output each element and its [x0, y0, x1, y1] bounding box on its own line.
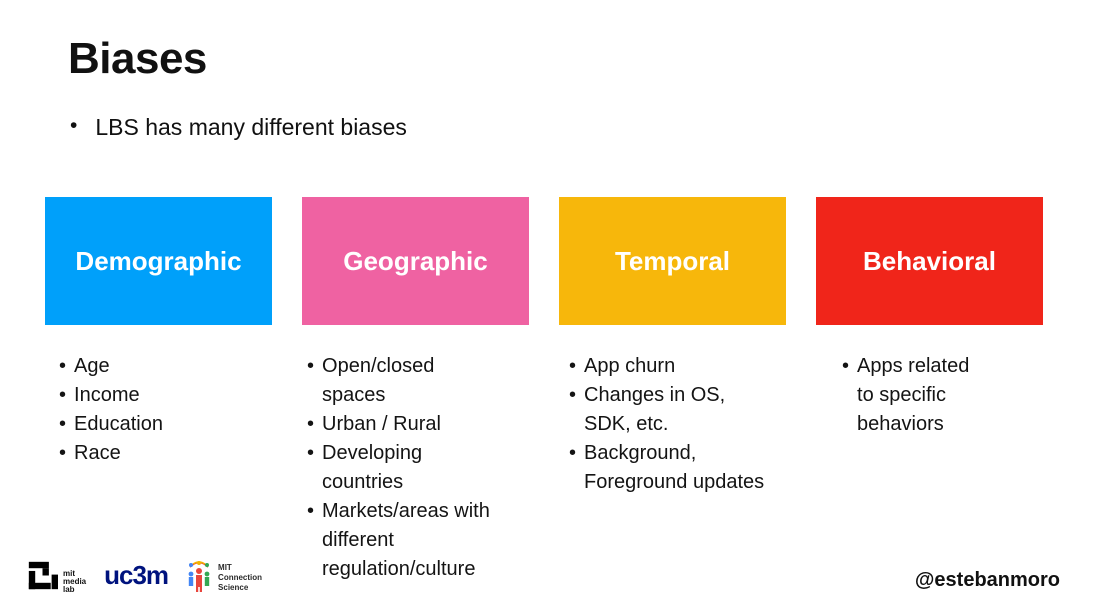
list-item-text: to specific: [857, 384, 946, 406]
mit-connection-science-logo: MIT Connection Science: [186, 557, 262, 598]
header-box-behavioral: Behavioral: [816, 197, 1043, 325]
header-box-demographic: Demographic: [45, 197, 272, 325]
bullet-icon: •: [59, 384, 67, 406]
bullet-icon: •: [569, 384, 577, 406]
media-lab-label: mit: [63, 568, 75, 578]
column-temporal: Temporal • App churn • Changes in OS, SD…: [559, 197, 786, 584]
connection-science-label: Science: [218, 582, 249, 592]
list-item: • Urban / Rural: [307, 410, 529, 439]
list-item: • Income: [59, 381, 272, 410]
bullet-icon: •: [70, 114, 78, 137]
list-item: • Markets/areas with different regulatio…: [307, 497, 529, 584]
intro-text: LBS has many different biases: [95, 114, 407, 140]
page-title: Biases: [68, 34, 207, 83]
header-box-geographic: Geographic: [302, 197, 529, 325]
list-item-text: countries: [322, 471, 404, 493]
list-item: • Apps related to specific behaviors: [842, 352, 1043, 439]
list-item: • Changes in OS, SDK, etc.: [569, 381, 786, 439]
bullet-icon: •: [842, 355, 850, 377]
list-item-text: Income: [74, 384, 140, 406]
list-item: • Open/closed spaces: [307, 352, 529, 410]
list-item-text: Urban / Rural: [322, 413, 441, 435]
behavioral-list: • Apps related to specific behaviors: [816, 352, 1043, 439]
list-item: • Race: [59, 439, 272, 468]
list-item-text: behaviors: [857, 413, 944, 435]
list-item-text: Changes in OS,: [584, 384, 726, 406]
intro-bullet: • LBS has many different biases: [70, 113, 407, 142]
mit-media-lab-logo: mit media lab: [27, 560, 86, 596]
bias-columns: Demographic • Age • Income • Education •…: [45, 197, 1043, 584]
connection-science-label: MIT: [218, 562, 232, 572]
bullet-icon: •: [307, 355, 315, 377]
bullet-icon: •: [307, 442, 315, 464]
uc3m-logo: uc3m: [104, 560, 169, 590]
bullet-icon: •: [59, 355, 67, 377]
list-item-text: Foreground updates: [584, 471, 765, 493]
list-item-text: Markets/areas with: [322, 500, 490, 522]
column-demographic: Demographic • Age • Income • Education •…: [45, 197, 272, 584]
header-box-temporal: Temporal: [559, 197, 786, 325]
list-item-text: regulation/culture: [322, 558, 476, 580]
bullet-icon: •: [569, 442, 577, 464]
list-item: • Education: [59, 410, 272, 439]
mit-media-lab-icon: [27, 560, 58, 596]
list-item-text: SDK, etc.: [584, 413, 669, 435]
list-item: • Developing countries: [307, 439, 529, 497]
bullet-icon: •: [307, 500, 315, 522]
list-item: • Age: [59, 352, 272, 381]
geographic-list: • Open/closed spaces • Urban / Rural • D…: [302, 352, 529, 584]
bullet-icon: •: [59, 413, 67, 435]
bullet-icon: •: [569, 355, 577, 377]
column-geographic: Geographic • Open/closed spaces • Urban …: [302, 197, 529, 584]
connection-science-label: Connection: [218, 572, 263, 582]
list-item-text: spaces: [322, 384, 386, 406]
footer-logos: mit media lab uc3m MI: [27, 557, 262, 598]
list-item-text: Education: [74, 413, 163, 435]
demographic-list: • Age • Income • Education • Race: [45, 352, 272, 468]
media-lab-label: media: [63, 576, 87, 586]
media-lab-label: lab: [63, 584, 75, 594]
list-item-text: Background,: [584, 442, 697, 464]
list-item-text: Apps related: [857, 355, 970, 377]
author-handle: @estebanmoro: [914, 569, 1060, 591]
list-item-text: Race: [74, 442, 121, 464]
list-item-text: App churn: [584, 355, 676, 377]
temporal-list: • App churn • Changes in OS, SDK, etc. •…: [559, 352, 786, 497]
list-item-text: Developing: [322, 442, 423, 464]
list-item-text: Age: [74, 355, 110, 377]
column-behavioral: Behavioral • Apps related to specific be…: [816, 197, 1043, 584]
bullet-icon: •: [307, 413, 315, 435]
list-item: • App churn: [569, 352, 786, 381]
bullet-icon: •: [59, 442, 67, 464]
list-item: • Background, Foreground updates: [569, 439, 786, 497]
list-item-text: different: [322, 529, 394, 551]
connection-science-icon: [186, 557, 212, 598]
list-item-text: Open/closed: [322, 355, 435, 377]
